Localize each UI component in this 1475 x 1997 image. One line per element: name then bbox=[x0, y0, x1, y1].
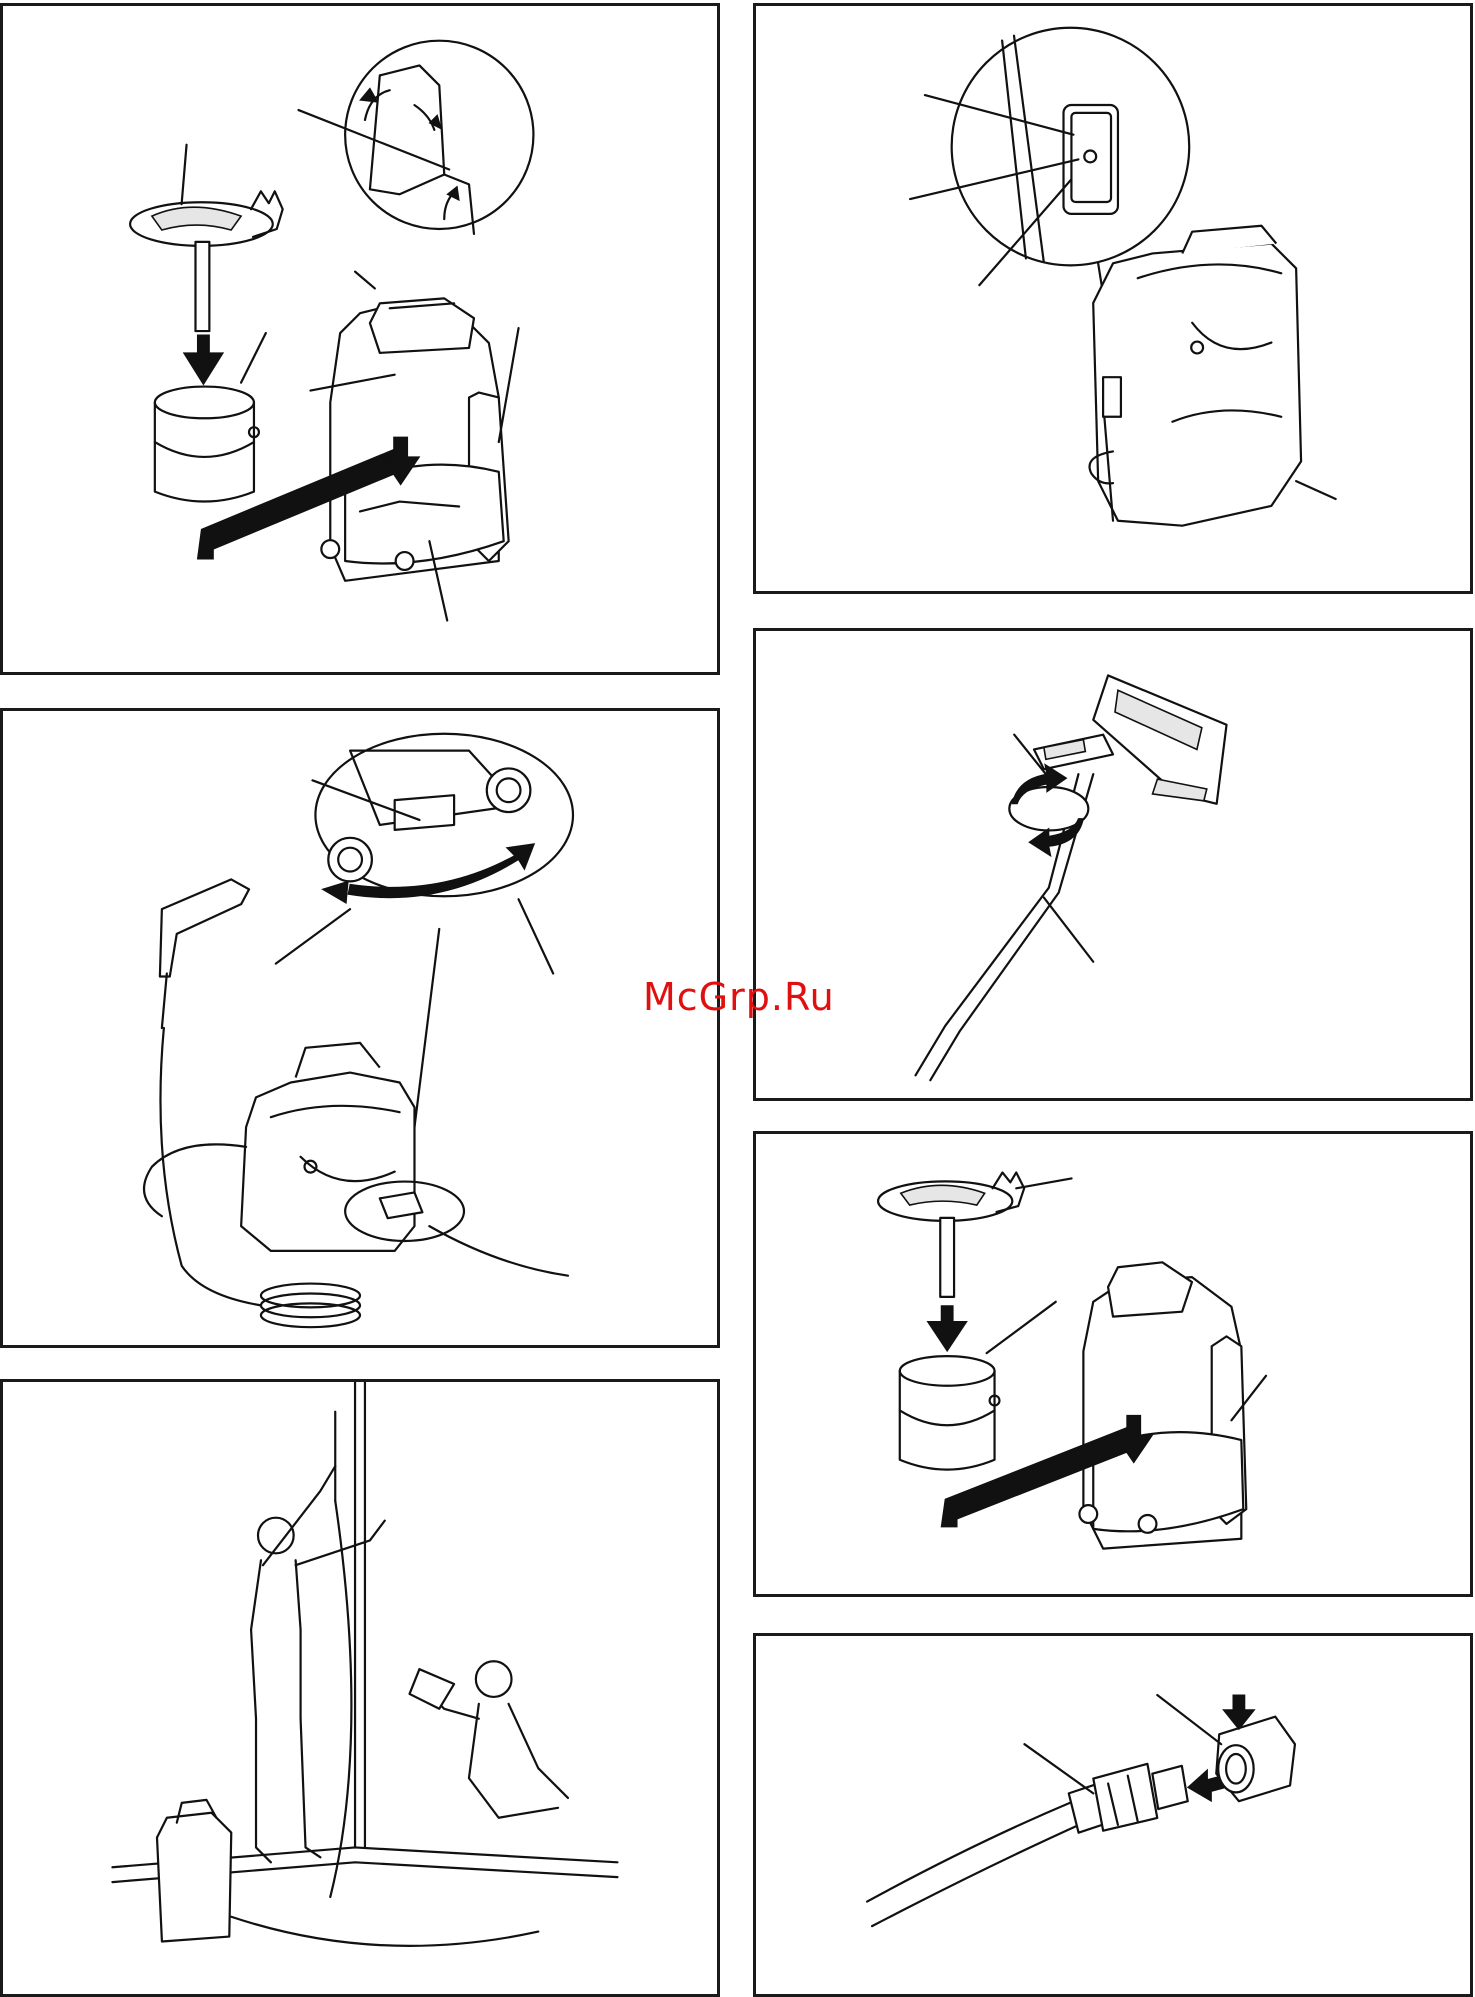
roller-rotation-illustration bbox=[756, 631, 1470, 1098]
refill-tank-illustration bbox=[756, 1134, 1470, 1594]
panel-painting-scene bbox=[0, 1379, 720, 1997]
hose-coupling-illustration bbox=[756, 1636, 1470, 1994]
hose-connection-illustration bbox=[3, 711, 717, 1345]
panel-hose-connection bbox=[0, 708, 720, 1348]
panel-fill-tank bbox=[0, 3, 720, 675]
panel-power-switch bbox=[753, 3, 1473, 594]
power-switch-illustration bbox=[756, 6, 1470, 591]
panel-refill-tank bbox=[753, 1131, 1473, 1597]
painting-scene-illustration bbox=[3, 1382, 717, 1994]
panel-hose-coupling bbox=[753, 1633, 1473, 1997]
watermark: McGrp.Ru bbox=[643, 975, 835, 1019]
fill-tank-illustration bbox=[3, 6, 717, 672]
panel-roller-rotation bbox=[753, 628, 1473, 1101]
